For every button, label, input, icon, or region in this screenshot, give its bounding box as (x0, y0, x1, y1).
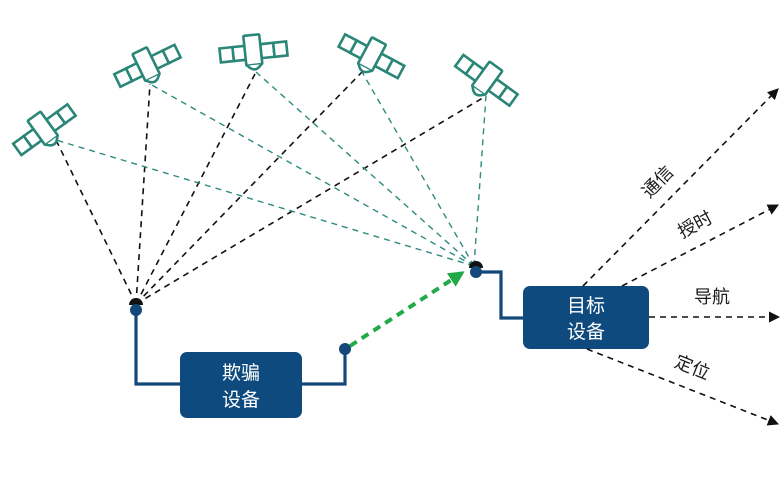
label-positioning: 定位 (671, 351, 712, 384)
spoofer-receive-antenna-icon (129, 298, 143, 316)
spoofer-wiring (134, 310, 347, 386)
spoofer-transmit-antenna-icon (339, 343, 351, 355)
spoofer-line-sat4 (135, 71, 363, 305)
target-line-sat1 (55, 139, 475, 267)
target-line-sat5 (473, 95, 487, 267)
satellite-icon (108, 34, 187, 98)
output-arrow-timing (621, 204, 779, 287)
satellite-icon (447, 45, 525, 116)
satellite-icon (217, 30, 290, 75)
output-arrows (582, 88, 781, 426)
target-device: 目标 设备 (523, 286, 649, 349)
spoofer-signal-lines (55, 71, 487, 305)
target-line-sat2 (149, 83, 475, 267)
output-arrow-communication (582, 88, 779, 287)
satellites (6, 24, 525, 165)
target-label-line1: 目标 (567, 295, 605, 317)
output-arrow-positioning (586, 348, 780, 426)
satellite-icon (6, 94, 84, 165)
spoofer-device: 欺骗 设备 (180, 352, 302, 418)
target-line-sat3 (255, 71, 475, 267)
label-timing: 授时 (675, 207, 717, 242)
spoofer-line-sat2 (135, 83, 151, 305)
spoofer-label-line1: 欺骗 (222, 362, 260, 384)
target-wiring (476, 270, 523, 320)
satellite-icon (332, 24, 411, 89)
target-line-sat4 (361, 71, 475, 267)
output-labels: 通信 授时 导航 定位 (638, 162, 730, 384)
target-antenna-icon (469, 261, 483, 278)
target-signal-lines (55, 71, 487, 267)
target-label-line2: 设备 (567, 321, 605, 343)
spoofer-label-line2: 设备 (222, 389, 260, 411)
label-navigation: 导航 (694, 287, 730, 308)
spoofer-line-sat1 (55, 139, 137, 305)
spoofing-signal-arrow (348, 271, 465, 348)
spoofer-line-sat5 (135, 95, 487, 305)
